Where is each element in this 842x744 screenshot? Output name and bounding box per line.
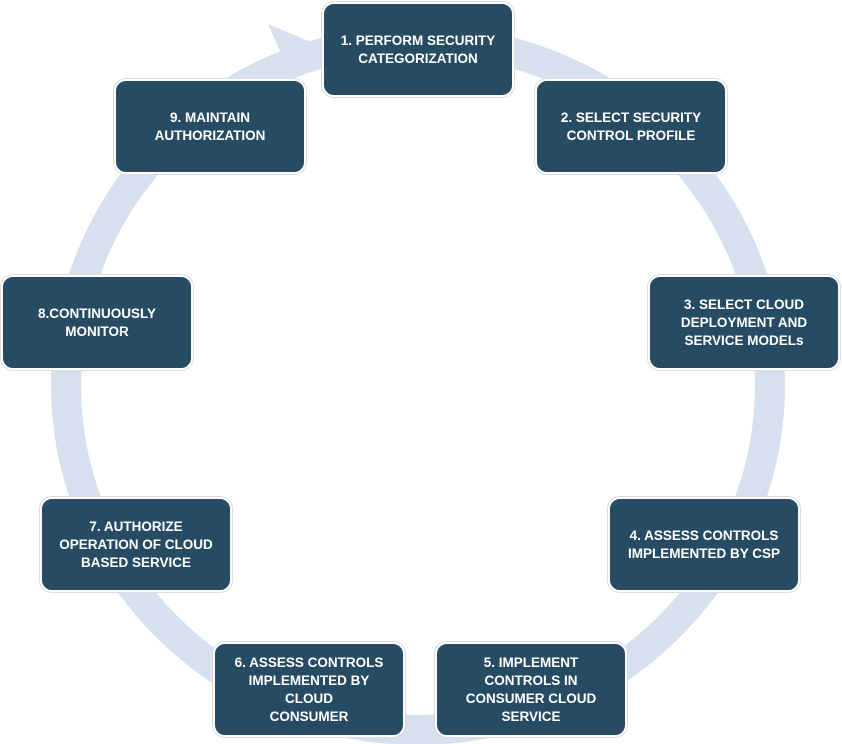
- step-4-label: 4. ASSESS CONTROLS IMPLEMENTED BY CSP: [627, 527, 781, 561]
- step-7-label: 7. AUTHORIZE OPERATION OF CLOUD BASED SE…: [59, 518, 213, 570]
- step-8-continuously-monitor: 8.CONTINUOUSLY MONITOR: [1, 275, 193, 370]
- cycle-arrowhead-icon: [262, 24, 330, 95]
- step-9-maintain-authorization: 9. MAINTAIN AUTHORIZATION: [114, 79, 306, 174]
- step-4-assess-controls-csp: 4. ASSESS CONTROLS IMPLEMENTED BY CSP: [608, 497, 800, 592]
- step-2-label: 2. SELECT SECURITY CONTROL PROFILE: [560, 109, 702, 143]
- step-6-assess-controls-consumer: 6. ASSESS CONTROLS IMPLEMENTED BY CLOUD …: [213, 642, 405, 737]
- step-1-label: 1. PERFORM SECURITY CATEGORIZATION: [340, 32, 496, 66]
- step-7-authorize-operation: 7. AUTHORIZE OPERATION OF CLOUD BASED SE…: [40, 497, 232, 592]
- step-5-label: 5. IMPLEMENT CONTROLS IN CONSUMER CLOUD …: [465, 654, 597, 724]
- step-5-implement-controls: 5. IMPLEMENT CONTROLS IN CONSUMER CLOUD …: [435, 642, 627, 737]
- step-3-select-cloud-deployment-models: 3. SELECT CLOUD DEPLOYMENT AND SERVICE M…: [648, 275, 840, 370]
- step-3-label: 3. SELECT CLOUD DEPLOYMENT AND SERVICE M…: [680, 296, 808, 348]
- step-8-label: 8.CONTINUOUSLY MONITOR: [37, 305, 157, 339]
- step-9-label: 9. MAINTAIN AUTHORIZATION: [154, 109, 266, 143]
- step-1-perform-security-categorization: 1. PERFORM SECURITY CATEGORIZATION: [322, 2, 514, 97]
- step-2-select-security-control-profile: 2. SELECT SECURITY CONTROL PROFILE: [535, 79, 727, 174]
- step-6-label: 6. ASSESS CONTROLS IMPLEMENTED BY CLOUD …: [234, 654, 384, 724]
